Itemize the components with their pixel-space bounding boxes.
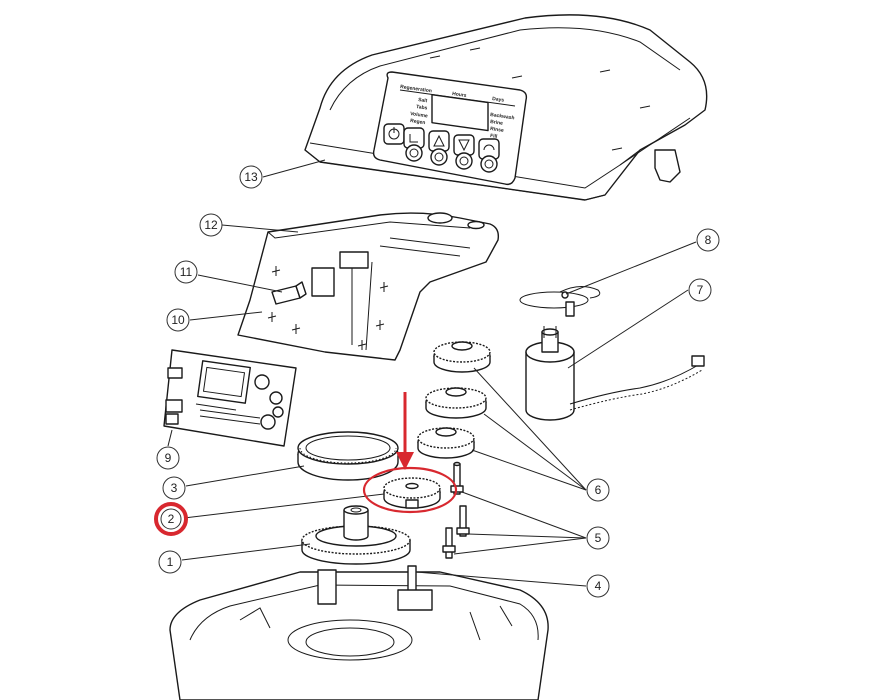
callout-4-label: 4 [595,579,602,593]
regen-icon [478,138,500,173]
callout-11-label: 11 [180,265,193,279]
callout-2: 2 [154,502,188,536]
panel-right-label-2: Rinse [490,126,505,134]
part-8-clip [519,286,601,317]
callout-6: 6 [586,478,610,502]
part-4-base [169,565,549,700]
part-11-connector [271,281,307,305]
callout-6-label: 6 [595,483,602,497]
callout-9-label: 9 [165,451,172,465]
part-9-pcb [163,349,297,447]
panel-right-label-1: Brine [490,119,504,127]
panel-top-label-2: Days [492,96,505,104]
callout-2-label: 2 [168,512,175,526]
callout-10: 10 [166,308,190,332]
part-2-gear [383,477,441,509]
callout-7: 7 [688,278,712,302]
callout-4: 4 [586,574,610,598]
panel-left-label-0: Salt [418,97,428,104]
callout-9: 9 [156,446,180,470]
callout-10-label: 10 [171,313,185,327]
panel-left-label-3: Regen [410,118,426,126]
callout-12: 12 [199,213,223,237]
panel-right-label-0: Backwash [490,112,515,121]
part-3-ring-gear [297,431,399,481]
callout-1-label: 1 [167,555,174,569]
callout-11: 11 [174,260,198,284]
part-12-housing [237,212,500,361]
panel-top-label-0: Regeneration [400,84,432,94]
callout-7-label: 7 [697,283,704,297]
callout-13-label: 13 [244,170,258,184]
callout-1: 1 [158,550,182,574]
panel-left-label-1: Tabs [416,104,428,112]
hand-icon [403,127,425,162]
callout-12-label: 12 [204,218,218,232]
part-6-gear-b [425,387,487,419]
callout-8-label: 8 [705,233,712,247]
callout-5-label: 5 [595,531,602,545]
down-arrow-icon [453,134,475,170]
part-13-top-cover: Regeneration Hours Days Salt Tabs Volume… [304,14,708,201]
panel-top-label-1: Hours [452,91,467,99]
panel-right-label-3: Fill [490,133,499,140]
leader-lines [167,159,697,587]
callout-5: 5 [586,526,610,550]
callout-8: 8 [696,228,720,252]
power-icon [383,123,405,145]
part-6-gear-a [433,341,491,373]
part-6-gear-c [417,427,475,459]
panel-left-label-2: Volume [410,111,429,119]
callout-3: 3 [162,476,186,500]
callout-13: 13 [239,165,263,189]
part-7-motor [525,326,705,421]
callout-3-label: 3 [171,481,178,495]
up-arrow-icon [428,130,450,166]
part-1-drive-gear [301,505,411,565]
highlight-marker [362,392,458,514]
